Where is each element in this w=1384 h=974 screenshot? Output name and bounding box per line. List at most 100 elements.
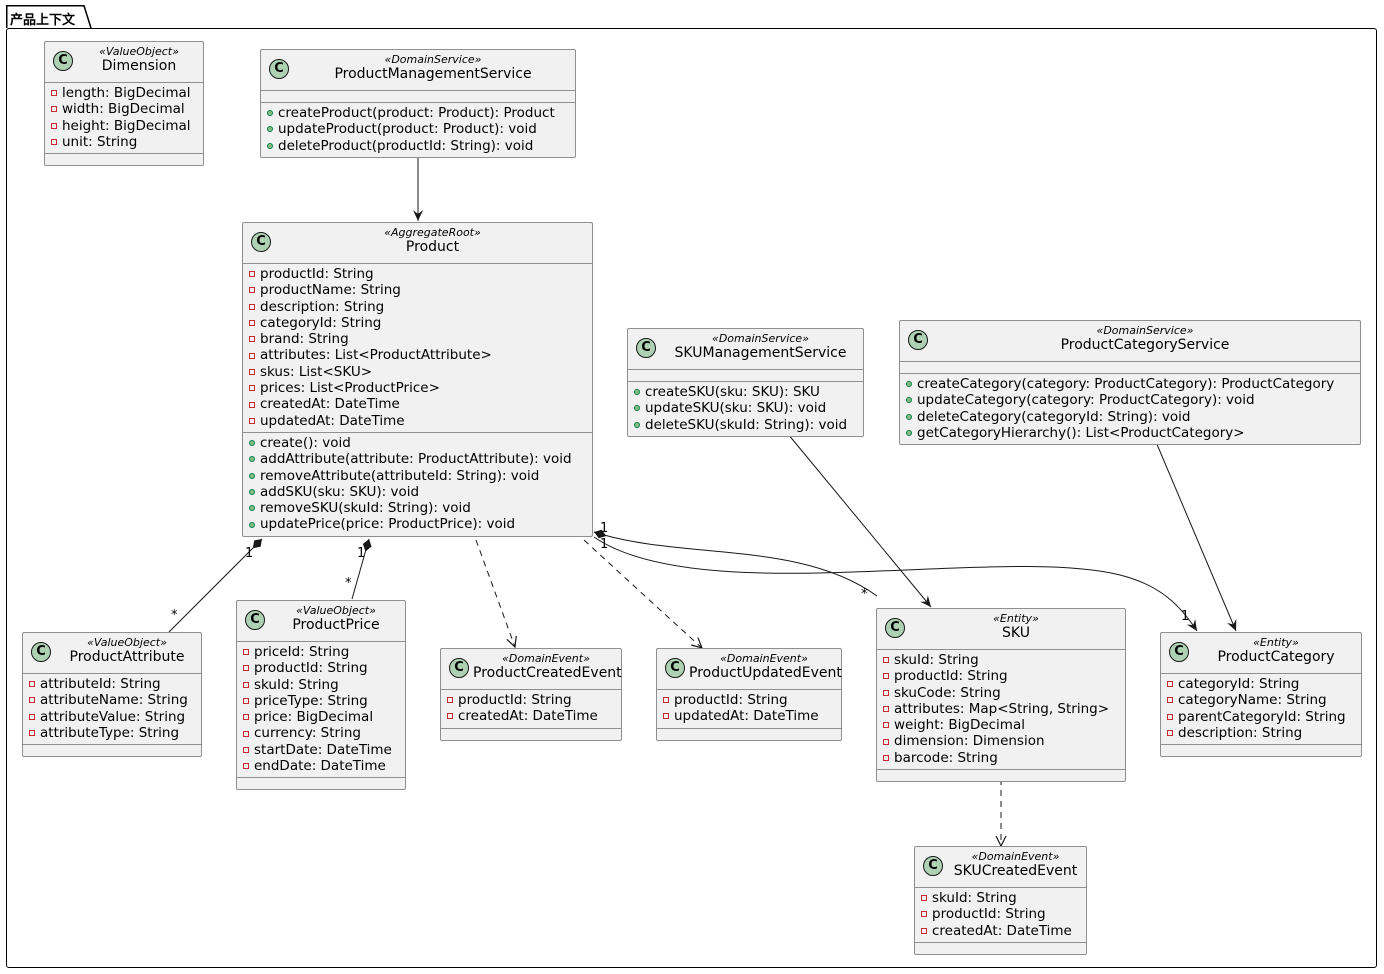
attribute-row: length: BigDecimal: [51, 85, 199, 101]
class-icon: C: [885, 618, 905, 638]
class-header: C«DomainService»ProductManagementService: [261, 50, 575, 91]
attribute-row: priceId: String: [243, 644, 401, 660]
attribute-row: categoryName: String: [1167, 692, 1357, 708]
attribute-text: description: String: [260, 298, 385, 315]
method-row: getCategoryHierarchy(): List<ProductCate…: [906, 425, 1356, 441]
attribute-row: height: BigDecimal: [51, 118, 199, 134]
private-marker-icon: [249, 320, 255, 327]
class-header: C«ValueObject»ProductAttribute: [23, 633, 201, 674]
class-stereotype: «ValueObject»: [296, 604, 376, 617]
attribute-row: brand: String: [249, 331, 588, 347]
class-icon: C: [31, 642, 51, 662]
attribute-text: skuCode: String: [894, 684, 1001, 701]
public-marker-icon: [267, 110, 273, 117]
private-marker-icon: [243, 665, 249, 672]
attribute-row: createdAt: DateTime: [447, 708, 617, 724]
class-header: C«DomainEvent»ProductCreatedEvent: [441, 649, 622, 690]
class-header: C«DomainService»SKUManagementService: [628, 329, 863, 370]
attribute-text: productId: String: [254, 660, 368, 677]
class-titles: «DomainEvent»ProductUpdatedEvent: [689, 653, 842, 682]
class-stereotype: «DomainService»: [712, 332, 809, 345]
attribute-text: updatedAt: DateTime: [674, 708, 819, 725]
class-header: C«DomainEvent»SKUCreatedEvent: [915, 847, 1086, 888]
class-titles: «Entity»ProductCategory: [1193, 637, 1359, 666]
attribute-row: width: BigDecimal: [51, 101, 199, 117]
attribute-row: skuId: String: [921, 890, 1082, 906]
public-marker-icon: [249, 472, 255, 479]
private-marker-icon: [1167, 681, 1173, 688]
class-icon: C: [636, 338, 656, 358]
attribute-text: createdAt: DateTime: [260, 396, 400, 413]
relation-product-pprice: [351, 538, 372, 600]
attribute-text: attributes: Map<String, String>: [894, 700, 1110, 717]
attribute-row: priceType: String: [243, 693, 401, 709]
private-marker-icon: [1167, 713, 1173, 720]
attribute-text: createdAt: DateTime: [932, 922, 1072, 939]
attribute-text: attributeType: String: [40, 724, 180, 741]
method-text: removeSKU(skuId: String): void: [260, 500, 471, 517]
attribute-row: createdAt: DateTime: [921, 923, 1082, 939]
attribute-text: parentCategoryId: String: [1178, 708, 1346, 725]
public-marker-icon: [267, 142, 273, 149]
class-header: C «ValueObject»ProductPrice: [237, 601, 405, 642]
class-dimension: C«ValueObject»Dimension length: BigDecima…: [44, 41, 204, 167]
private-marker-icon: [663, 713, 669, 720]
class-titles: «AggregateRoot»Product: [275, 227, 590, 256]
class-icon: C: [245, 610, 265, 630]
class-icon: C: [923, 856, 943, 876]
private-marker-icon: [921, 911, 927, 918]
attribute-row: skuCode: String: [883, 685, 1121, 701]
attribute-text: currency: String: [254, 725, 361, 742]
private-marker-icon: [883, 706, 889, 713]
attribute-row: productName: String: [249, 282, 588, 298]
attribute-text: attributes: List<ProductAttribute>: [260, 347, 492, 364]
attribute-row: categoryId: String: [1167, 676, 1357, 692]
mult-product-pcat-dst: 1: [1181, 609, 1190, 624]
attribute-text: attributeId: String: [40, 676, 161, 692]
method-row: updateProduct(product: Product): void: [267, 121, 571, 137]
method-row: deleteCategory(categoryId: String): void: [906, 409, 1356, 425]
attribute-text: weight: BigDecimal: [894, 717, 1025, 734]
relation-product-pce: [475, 539, 515, 647]
attribute-text: height: BigDecimal: [62, 117, 191, 134]
private-marker-icon: [243, 698, 249, 705]
attribute-text: length: BigDecimal: [62, 85, 191, 101]
private-marker-icon: [883, 689, 889, 696]
class-name: ProductPrice: [292, 617, 380, 633]
class-stereotype: «DomainEvent»: [502, 652, 590, 665]
method-text: getCategoryHierarchy(): List<ProductCate…: [917, 424, 1245, 441]
attribute-row: productId: String: [447, 692, 617, 708]
attribute-text: productId: String: [894, 668, 1008, 685]
attribute-text: dimension: Dimension: [894, 733, 1045, 750]
attribute-row: attributes: List<ProductAttribute>: [249, 347, 588, 363]
attribute-text: barcode: String: [894, 749, 998, 766]
private-marker-icon: [249, 417, 255, 424]
method-text: deleteSKU(skuId: String): void: [645, 416, 848, 433]
class-titles: «DomainService»SKUManagementService: [660, 333, 861, 362]
attribute-text: productName: String: [260, 282, 401, 299]
attribute-row: startDate: DateTime: [243, 742, 401, 758]
method-text: removeAttribute(attributeId: String): vo…: [260, 467, 540, 484]
public-marker-icon: [906, 430, 912, 437]
public-marker-icon: [906, 381, 912, 388]
attribute-text: attributeValue: String: [40, 708, 186, 725]
class-titles: «DomainEvent»ProductCreatedEvent: [473, 652, 622, 682]
class-titles: «DomainService»ProductCategoryService: [932, 325, 1358, 354]
private-marker-icon: [51, 122, 57, 129]
class-header: C«ValueObject»Dimension: [45, 42, 203, 83]
class-header: C«AggregateRoot»Product: [243, 223, 592, 264]
method-row: createSKU(sku: SKU): SKU: [634, 384, 859, 400]
method-text: deleteCategory(categoryId: String): void: [917, 408, 1191, 425]
class-header: C«DomainService»ProductCategoryService: [900, 321, 1360, 362]
method-row: create(): void: [249, 435, 588, 451]
attribute-row: unit: String: [51, 134, 199, 150]
